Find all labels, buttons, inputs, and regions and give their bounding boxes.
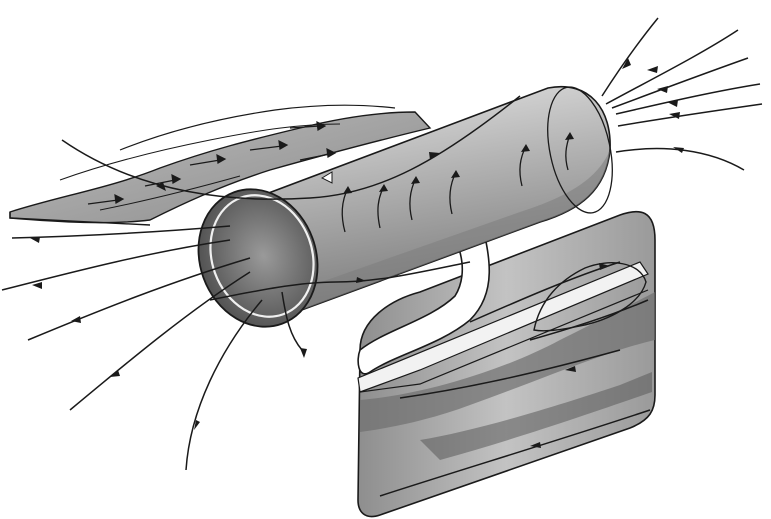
right-field-lines: [602, 18, 762, 170]
